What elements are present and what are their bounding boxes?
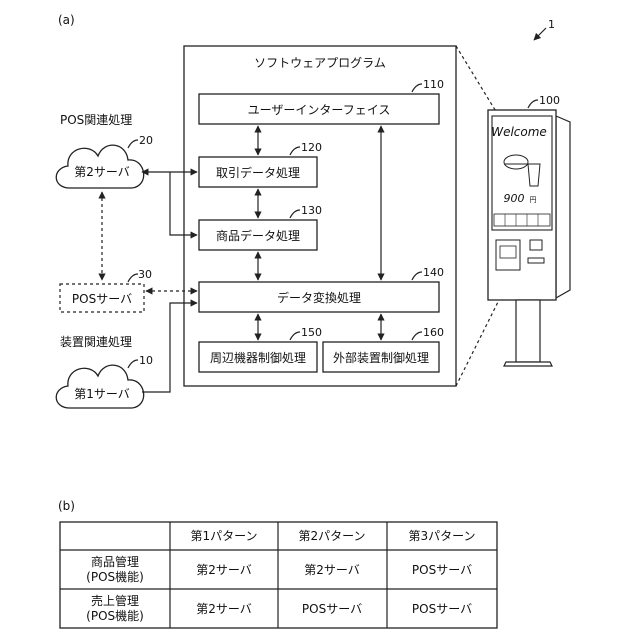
ref-140: 140 (423, 266, 444, 279)
pos-group-label: POS関連処理 (60, 113, 132, 127)
table-header-cell: 第3パターン (408, 529, 475, 543)
kiosk-welcome: Welcome (491, 125, 547, 139)
table-cell: POSサーバ (412, 563, 472, 577)
ref-150: 150 (301, 326, 322, 339)
table-row-sublabel: (POS機能) (86, 569, 144, 584)
conversion-label: データ変換処理 (277, 290, 361, 305)
ref-20: 20 (139, 134, 153, 147)
table-cell: POSサーバ (412, 602, 472, 616)
ref-100-leader (528, 100, 538, 108)
kiosk-illustration (488, 110, 570, 366)
ref-120: 120 (301, 141, 322, 154)
kiosk-price-unit: 円 (530, 196, 537, 204)
server1-label: 第1サーバ (74, 387, 130, 401)
table-row-sublabel: (POS機能) (86, 608, 144, 623)
pos-server-label: POSサーバ (72, 292, 132, 306)
system-ref: 1 (548, 18, 555, 31)
table-row-label: 売上管理 (91, 593, 139, 608)
transaction-label: 取引データ処理 (216, 165, 300, 180)
ref-160: 160 (423, 326, 444, 339)
table-cell: 第2サーバ (196, 602, 252, 616)
peripheral-label: 周辺機器制御処理 (210, 350, 306, 365)
ref-100: 100 (539, 94, 560, 107)
ref-10-leader (128, 360, 138, 368)
zoom-line-top (456, 46, 500, 118)
ref-110: 110 (423, 78, 444, 91)
zoom-line-bottom (456, 298, 500, 386)
part-a-label: (a) (58, 13, 75, 27)
ref-30: 30 (138, 268, 152, 281)
ref-10: 10 (139, 354, 153, 367)
device-group-label: 装置関連処理 (60, 335, 132, 349)
user-interface-label: ユーザーインターフェイス (248, 103, 391, 117)
ref-30-leader (128, 274, 138, 282)
ref-20-leader (128, 140, 138, 148)
table-row-label: 商品管理 (91, 554, 139, 569)
table-header-cell: 第1パターン (190, 529, 257, 543)
table-cell: 第2サーバ (196, 563, 252, 577)
table-cell: 第2サーバ (304, 563, 360, 577)
table-header-cell: 第2パターン (298, 529, 365, 543)
kiosk-price: 900 (504, 192, 525, 205)
ref-130: 130 (301, 204, 322, 217)
system-ref-arrow (534, 28, 546, 40)
part-b-label: (b) (58, 499, 75, 513)
external-label: 外部装置制御処理 (333, 350, 429, 365)
software-program-title: ソフトウェアプログラム (254, 56, 386, 70)
server2-label: 第2サーバ (74, 165, 130, 179)
product-label: 商品データ処理 (216, 228, 300, 243)
table-cell: POSサーバ (302, 602, 362, 616)
